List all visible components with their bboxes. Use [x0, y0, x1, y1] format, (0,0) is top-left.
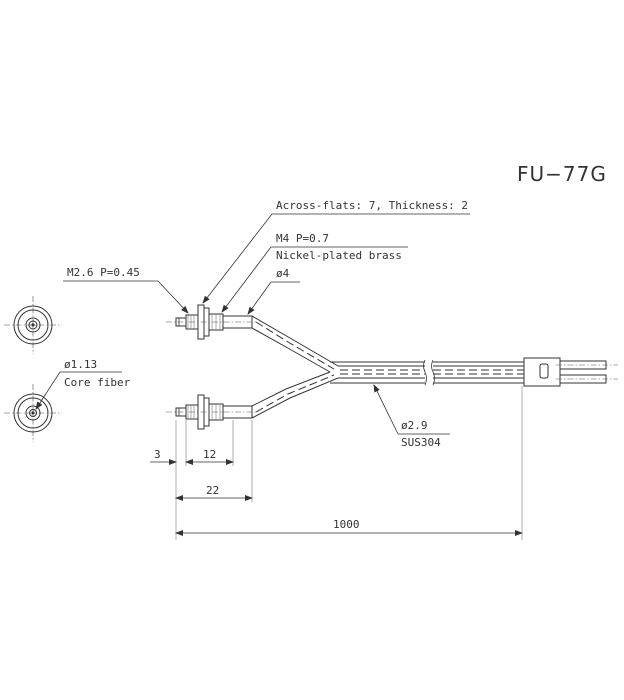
svg-text:22: 22 [206, 484, 219, 497]
lower-probe [166, 394, 258, 430]
svg-text:Nickel-plated brass: Nickel-plated brass [276, 249, 402, 262]
svg-text:ø1.13: ø1.13 [64, 358, 97, 371]
cable-main [330, 359, 524, 386]
svg-text:M4 P=0.7: M4 P=0.7 [276, 232, 329, 245]
svg-text:ø4: ø4 [276, 267, 290, 280]
dimension-3-12: 3 12 [150, 420, 234, 466]
model-label: FU−77G [517, 162, 607, 186]
svg-text:ø2.9: ø2.9 [401, 419, 428, 432]
svg-text:SUS304: SUS304 [401, 436, 441, 449]
callout-dia-29: ø2.9 SUS304 [373, 384, 450, 449]
end-view-top [4, 296, 62, 354]
callout-across-flats: Across-flats: 7, Thickness: 2 [202, 199, 470, 304]
fiber-end-clamp [523, 357, 618, 387]
svg-text:1000: 1000 [333, 518, 360, 531]
callout-thread-m26: M2.6 P=0.45 [63, 266, 189, 314]
svg-text:3: 3 [154, 448, 161, 461]
end-view-bottom [4, 384, 62, 442]
svg-text:Core fiber: Core fiber [64, 376, 131, 389]
callout-thread-m4: M4 P=0.7 Nickel-plated brass [221, 232, 408, 313]
callout-core-fiber: ø1.13 Core fiber [35, 358, 131, 410]
svg-text:M2.6 P=0.45: M2.6 P=0.45 [67, 266, 140, 279]
upper-probe [166, 304, 258, 340]
dimension-22: 22 [175, 420, 253, 540]
dimension-1000: 1000 [175, 386, 523, 540]
cable-upper [251, 315, 339, 373]
svg-text:Across-flats: 7, Thickness: 2: Across-flats: 7, Thickness: 2 [276, 199, 468, 212]
svg-text:12: 12 [203, 448, 216, 461]
cable-lower [251, 371, 339, 419]
callout-dia-4: ø4 [247, 267, 300, 315]
